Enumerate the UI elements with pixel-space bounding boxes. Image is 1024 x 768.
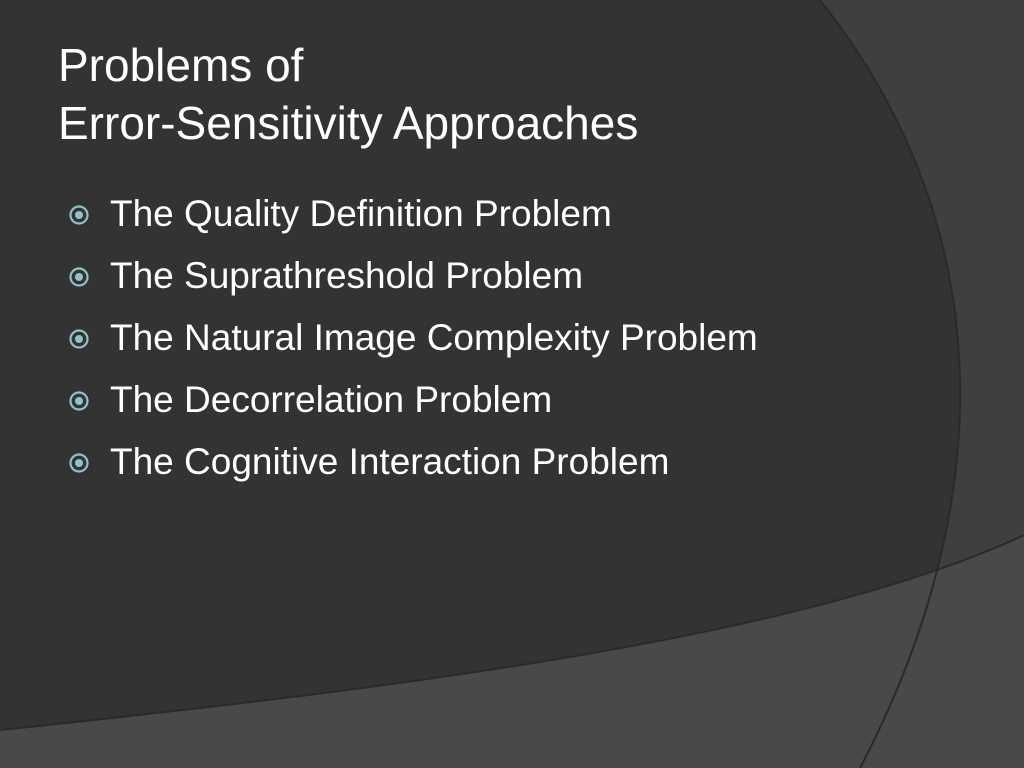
slide-title: Problems of Error-Sensitivity Approaches: [58, 36, 638, 152]
circled-dot-icon: [69, 453, 89, 473]
bullet-text: The Cognitive Interaction Problem: [110, 441, 670, 482]
bullet-text: The Decorrelation Problem: [110, 379, 553, 420]
title-line-2: Error-Sensitivity Approaches: [58, 97, 639, 149]
title-line-1: Problems of: [58, 39, 304, 91]
bullet-text: The Quality Definition Problem: [110, 193, 612, 234]
bullet-item: The Cognitive Interaction Problem: [68, 431, 758, 493]
background-bottom-band: [0, 535, 1024, 768]
bullet-item: The Decorrelation Problem: [68, 369, 758, 431]
circled-dot-icon: [69, 205, 89, 225]
bullet-text: The Suprathreshold Problem: [110, 255, 584, 296]
bullet-item: The Suprathreshold Problem: [68, 245, 758, 307]
circled-dot-icon: [69, 267, 89, 287]
bullet-list: The Quality Definition Problem The Supra…: [68, 183, 758, 493]
bullet-text: The Natural Image Complexity Problem: [110, 317, 758, 358]
bullet-item: The Natural Image Complexity Problem: [68, 307, 758, 369]
circled-dot-icon: [69, 391, 89, 411]
circled-dot-icon: [69, 329, 89, 349]
bullet-item: The Quality Definition Problem: [68, 183, 758, 245]
